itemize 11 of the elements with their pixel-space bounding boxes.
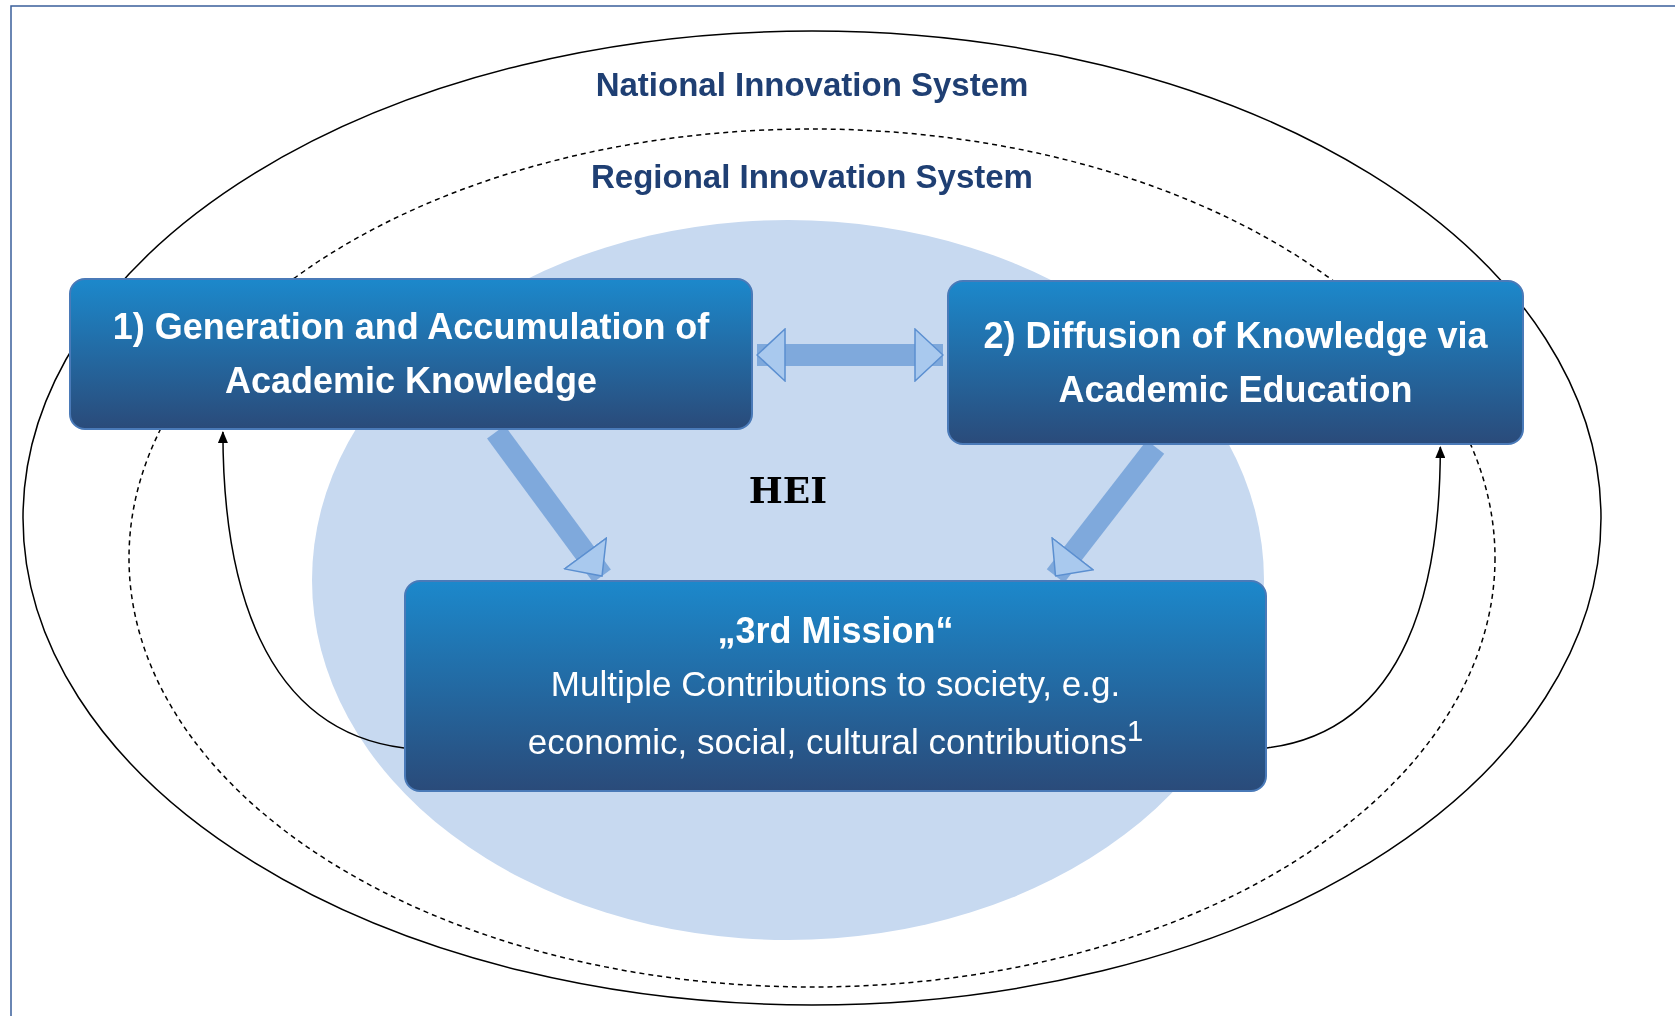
system-label: National Innovation System xyxy=(594,66,1030,104)
group-label: HEI xyxy=(747,469,829,511)
box-heading: „3rd Mission“ xyxy=(716,608,955,653)
arrow xyxy=(1266,446,1446,749)
arrow xyxy=(218,431,405,749)
block-arrow xyxy=(756,328,944,382)
process-box xyxy=(404,580,1267,792)
box-title: 2) Diffusion of Knowledge via Academic Education xyxy=(982,313,1489,412)
system-label: Regional Innovation System xyxy=(590,158,1034,196)
box-text: Multiple Contributions to society, e.g. economic, social, cultural contributions$^{1}$ xyxy=(526,662,1145,763)
box-title: 1) Generation and Accumulation of Academic Knowledge xyxy=(111,305,711,403)
